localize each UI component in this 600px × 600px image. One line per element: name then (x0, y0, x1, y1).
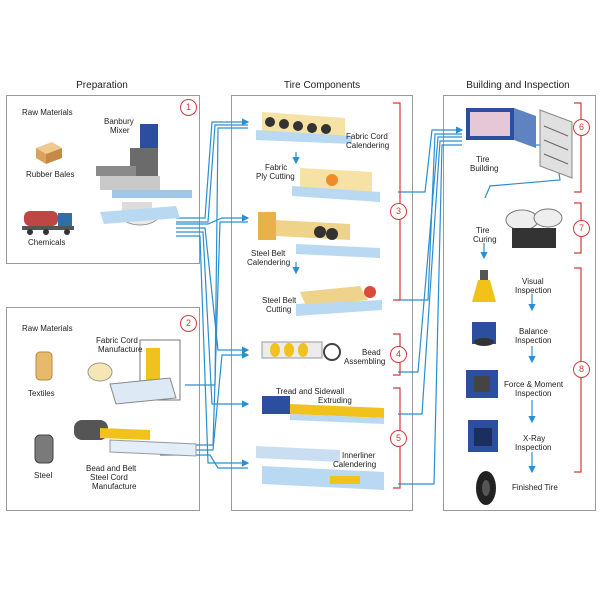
label-fabric-cord-manufacture-1: Fabric Cord (96, 336, 138, 345)
step-6: 6 (573, 119, 590, 136)
innerliner-calendering-illustration (256, 446, 384, 490)
label-balance-inspection-1: Balance (519, 327, 548, 336)
chemicals-truck-illustration (22, 211, 74, 235)
label-bead-assembling-2: Assembling (344, 357, 386, 366)
label-rubber-bales: Rubber Bales (26, 170, 75, 179)
label-fabric-ply-cutting-1: Fabric (265, 163, 288, 172)
label-fabric-ply-cutting-2: Ply Cutting (256, 172, 295, 181)
label-tread-sidewall-1: Tread and Sidewall (276, 387, 345, 396)
tire-rack-illustration (539, 109, 573, 179)
label-xray-inspection-1: X-Ray (523, 434, 546, 443)
label-bead-belt-1: Bead and Belt (86, 464, 137, 473)
label-force-moment-2: Inspection (515, 389, 552, 398)
label-raw-materials-2: Raw Materials (22, 324, 73, 333)
textiles-illustration (35, 351, 53, 381)
xray-inspection-illustration (468, 420, 498, 452)
steel-cord-manufacture-illustration (74, 420, 197, 457)
fabric-cord-manufacture-illustration (87, 339, 181, 405)
step-1: 1 (180, 99, 197, 116)
label-textiles: Textiles (28, 389, 55, 398)
label-raw-materials-1: Raw Materials (22, 108, 73, 117)
label-tire-curing-1: Tire (476, 226, 490, 235)
flow-lines-prep-bottom (160, 127, 250, 469)
fabric-cord-calendering-illustration (256, 112, 352, 144)
fabric-ply-cutting-illustration (292, 168, 380, 202)
step-3: 3 (390, 203, 407, 220)
finished-tire-illustration (476, 471, 496, 505)
label-force-moment-1: Force & Moment (504, 380, 564, 389)
step-2: 2 (180, 315, 197, 332)
flow-lines-to-building (398, 126, 464, 485)
label-bead-assembling-1: Bead (362, 348, 381, 357)
label-tire-building-1: Tire (476, 155, 490, 164)
step-7: 7 (573, 220, 590, 237)
label-tread-sidewall-2: Extruding (318, 396, 352, 405)
label-visual-inspection-1: Visual (522, 277, 544, 286)
preparation-panel-bottom (6, 307, 200, 511)
force-moment-illustration (466, 370, 498, 398)
label-steel: Steel (34, 471, 53, 480)
label-tire-curing-2: Curing (473, 235, 497, 244)
bead-assembling-illustration (261, 341, 341, 361)
label-visual-inspection-2: Inspection (515, 286, 552, 295)
steel-coil-illustration (34, 434, 54, 464)
label-fabric-cord-manufacture-2: Manufacture (98, 345, 143, 354)
label-bead-belt-3: Manufacture (92, 482, 137, 491)
label-steel-belt-calendering-1: Steel Belt (251, 249, 286, 258)
label-tire-building-2: Building (470, 164, 499, 173)
header-tire-components: Tire Components (283, 80, 361, 91)
label-steel-belt-calendering-2: Calendering (247, 258, 291, 267)
label-banbury: Banbury (104, 117, 134, 126)
label-balance-inspection-2: Inspection (515, 336, 552, 345)
label-steel-belt-cutting-2: Cutting (266, 305, 292, 314)
step-5: 5 (390, 430, 407, 447)
label-xray-inspection-2: Inspection (515, 443, 552, 452)
label-fabric-cord-calendering-1: Fabric Cord (346, 132, 388, 141)
steel-belt-calendering-illustration (258, 212, 380, 258)
header-building-inspection: Building and Inspection (466, 80, 570, 91)
label-finished-tire: Finished Tire (512, 483, 558, 492)
label-mixer: Mixer (110, 126, 130, 135)
rubber-bales-illustration (36, 142, 62, 164)
flow-lines-prep-top (176, 118, 250, 467)
steel-belt-cutting-illustration (296, 286, 382, 316)
label-bead-belt-2: Steel Cord (90, 473, 128, 482)
banbury-mixer-illustration (96, 124, 192, 226)
tread-extruding-illustration (262, 396, 384, 424)
visual-inspection-illustration (472, 270, 496, 302)
header-preparation: Preparation (76, 80, 128, 91)
label-innerliner-1: Innerliner (342, 451, 376, 460)
balance-inspection-illustration (472, 322, 496, 346)
label-chemicals: Chemicals (28, 238, 66, 247)
tire-building-illustration (466, 108, 536, 148)
label-steel-belt-cutting-1: Steel Belt (262, 296, 297, 305)
label-innerliner-2: Calendering (333, 460, 377, 469)
tire-curing-illustration (505, 208, 563, 248)
step-4: 4 (390, 346, 407, 363)
label-fabric-cord-calendering-2: Calendering (346, 141, 390, 150)
step-8: 8 (573, 361, 590, 378)
